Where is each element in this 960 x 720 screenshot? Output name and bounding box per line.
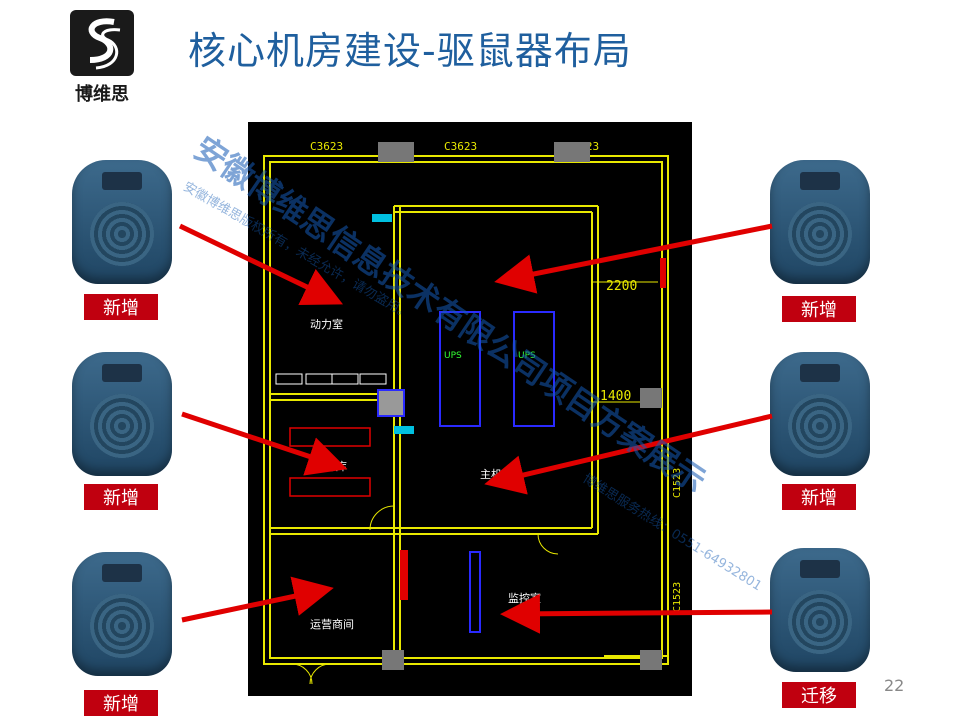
rodent-repeller-right-top: [764, 158, 876, 286]
speaker-icon: [788, 590, 852, 654]
arrow-left-top: [178, 223, 344, 306]
rodent-repeller-left-bottom: [66, 550, 178, 678]
speaker-icon: [90, 394, 154, 458]
floor-plan: C3623 C3623 C3623 2200 1400 C1523 C1523: [248, 122, 692, 696]
company-logo: 博维思: [62, 10, 142, 105]
dimension-1400: 1400: [600, 389, 631, 404]
tag-right-top: 新增: [780, 294, 858, 324]
tag-right-mid: 新增: [780, 482, 858, 512]
ups-label-1: UPS: [444, 351, 462, 361]
speaker-icon: [90, 202, 154, 266]
arrow-right-bottom: [500, 593, 773, 634]
room-transport: 运营商间: [310, 617, 354, 631]
speaker-icon: [90, 594, 154, 658]
dimension-2200: 2200: [606, 279, 637, 294]
speaker-icon: [788, 202, 852, 266]
page-number: 22: [884, 676, 905, 695]
room-power: 动力室: [310, 317, 343, 331]
arrow-left-mid: [181, 411, 348, 476]
tag-left-top: 新增: [82, 292, 160, 322]
side-label-2: C1523: [672, 582, 683, 612]
arrow-left-bottom: [181, 576, 334, 623]
rodent-repeller-right-bottom: [764, 546, 876, 674]
tag-right-bottom: 迁移: [780, 680, 858, 710]
logo-text: 博维思: [75, 84, 129, 105]
rodent-repeller-left-mid: [66, 350, 178, 478]
page-title: 核心机房建设-驱鼠器布局: [188, 29, 632, 73]
side-label-1: C1523: [672, 468, 683, 498]
rodent-repeller-right-mid: [764, 350, 876, 478]
rodent-repeller-left-top: [66, 158, 178, 286]
window-label-2: C3623: [444, 140, 477, 153]
speaker-icon: [788, 394, 852, 458]
tag-left-mid: 新增: [82, 482, 160, 512]
tag-left-bottom: 新增: [82, 688, 160, 718]
ups-label-2: UPS: [518, 351, 536, 361]
window-label-1: C3623: [310, 140, 343, 153]
logo-s-icon: [70, 10, 134, 76]
arrow-right-mid: [484, 413, 773, 495]
floor-plan-drawing: C3623 C3623 C3623 2200 1400 C1523 C1523: [263, 140, 683, 685]
arrow-right-top: [494, 223, 773, 294]
